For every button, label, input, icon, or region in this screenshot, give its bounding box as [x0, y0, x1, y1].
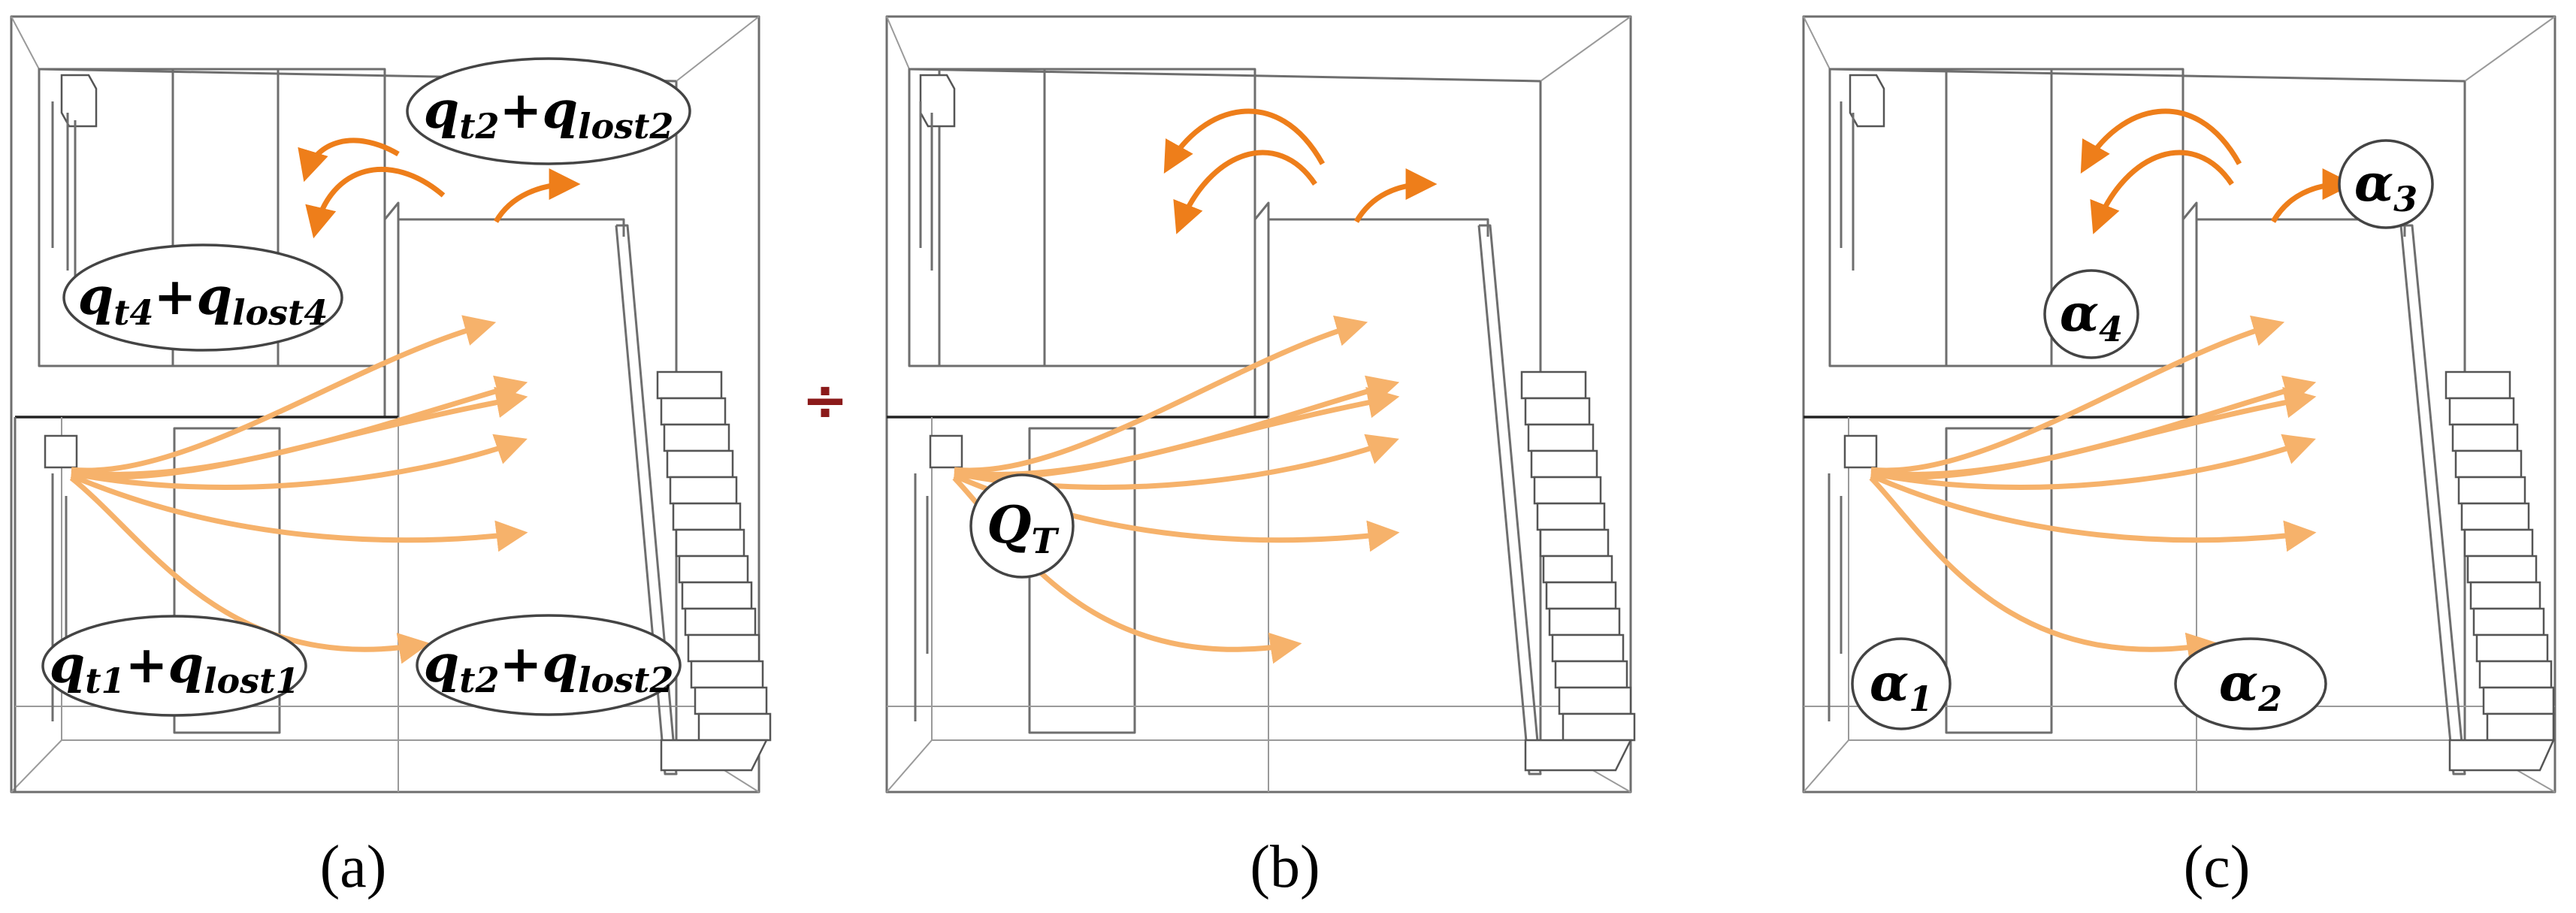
bubble-b_a4: α4	[2043, 269, 2139, 359]
b_a1-token-1: 1	[1909, 679, 1933, 719]
b_a3-label: α3	[2354, 153, 2417, 219]
panel-a: qt2+qlost2 qt4+qlost4 qt1+qlost1 qt2+qlo…	[10, 15, 772, 900]
caption-c: (c)	[2184, 834, 2251, 900]
bubble-b_upper_right: qt2+qlost2	[406, 57, 691, 165]
b_upper_right-token-1: t2	[459, 106, 499, 147]
b_lower_right-label: qt2+qlost2	[424, 634, 674, 700]
b_lower_right-token-4: lost2	[578, 660, 673, 700]
b_upper_left-token-4: lost4	[232, 292, 328, 333]
b_lower_left-token-2: +	[125, 635, 168, 695]
room-structure	[10, 15, 772, 794]
caption-b: (b)	[1250, 834, 1320, 900]
b_upper_right-label: qt2+qlost2	[424, 80, 674, 147]
b_upper_left-token-0: q	[78, 267, 114, 327]
b_a3-token-1: 3	[2393, 179, 2417, 219]
caption-a: (a)	[320, 834, 387, 900]
b_lower_right-token-2: +	[499, 634, 542, 694]
b_a4-label: α4	[2060, 283, 2123, 349]
b_upper_left-label: qt4+qlost4	[78, 267, 328, 333]
b_a1-token-0: α	[1870, 653, 1909, 713]
heat-flow-arrows	[69, 138, 581, 664]
room-structure	[1802, 15, 2556, 794]
panel-c: α3 α4 α1 α2 (c)	[1802, 15, 2556, 900]
bubble-b_lower_right: qt2+qlost2	[416, 614, 682, 716]
b_lower_left-token-1: t1	[85, 661, 125, 701]
b_lower_left-token-4: lost1	[204, 661, 299, 701]
staircase	[1520, 370, 1636, 772]
staircase	[2444, 370, 2555, 772]
b_upper_left-token-3: q	[196, 267, 232, 327]
bubble-b_a3: α3	[2338, 139, 2434, 229]
staircase	[656, 370, 772, 772]
b_a4-token-0: α	[2060, 283, 2099, 343]
b_upper_right-token-4: lost2	[578, 106, 673, 147]
heat-flow-arrows	[1869, 108, 2354, 664]
b_a2-label: α2	[2219, 653, 2282, 719]
divide-operator: ÷	[802, 368, 848, 433]
bubble-b_a1: α1	[1851, 637, 1952, 730]
bubble-b_upper_left: qt4+qlost4	[62, 243, 343, 352]
bubble-b_lower_left: qt1+qlost1	[41, 615, 307, 717]
b_center-token-0: Q	[987, 495, 1031, 555]
b_upper_right-token-2: +	[499, 80, 542, 141]
b_upper_left-token-1: t4	[113, 292, 153, 333]
bubble-b_a2: α2	[2174, 637, 2327, 730]
panel-b: QT (b)	[885, 15, 1636, 900]
b_center-label: QT	[987, 495, 1060, 561]
b_lower_right-token-3: q	[542, 634, 578, 694]
b_upper_left-token-2: +	[153, 267, 196, 327]
b_a1-label: α1	[1870, 653, 1933, 719]
b_a2-token-0: α	[2219, 653, 2258, 713]
room-structure	[885, 15, 1636, 794]
b_upper_right-token-3: q	[542, 80, 578, 141]
b_a2-token-1: 2	[2257, 679, 2282, 719]
b_lower_left-label: qt1+qlost1	[50, 635, 300, 701]
b_a3-token-0: α	[2354, 153, 2393, 213]
b_lower_right-token-1: t2	[459, 660, 499, 700]
b_upper_right-token-0: q	[424, 80, 460, 141]
b_lower_left-token-0: q	[50, 635, 86, 695]
bubble-b_center: QT	[969, 473, 1075, 579]
b_lower_left-token-3: q	[168, 635, 204, 695]
b_a4-token-1: 4	[2099, 309, 2123, 349]
b_center-token-1: T	[1032, 521, 1060, 561]
b_lower_right-token-0: q	[424, 634, 460, 694]
